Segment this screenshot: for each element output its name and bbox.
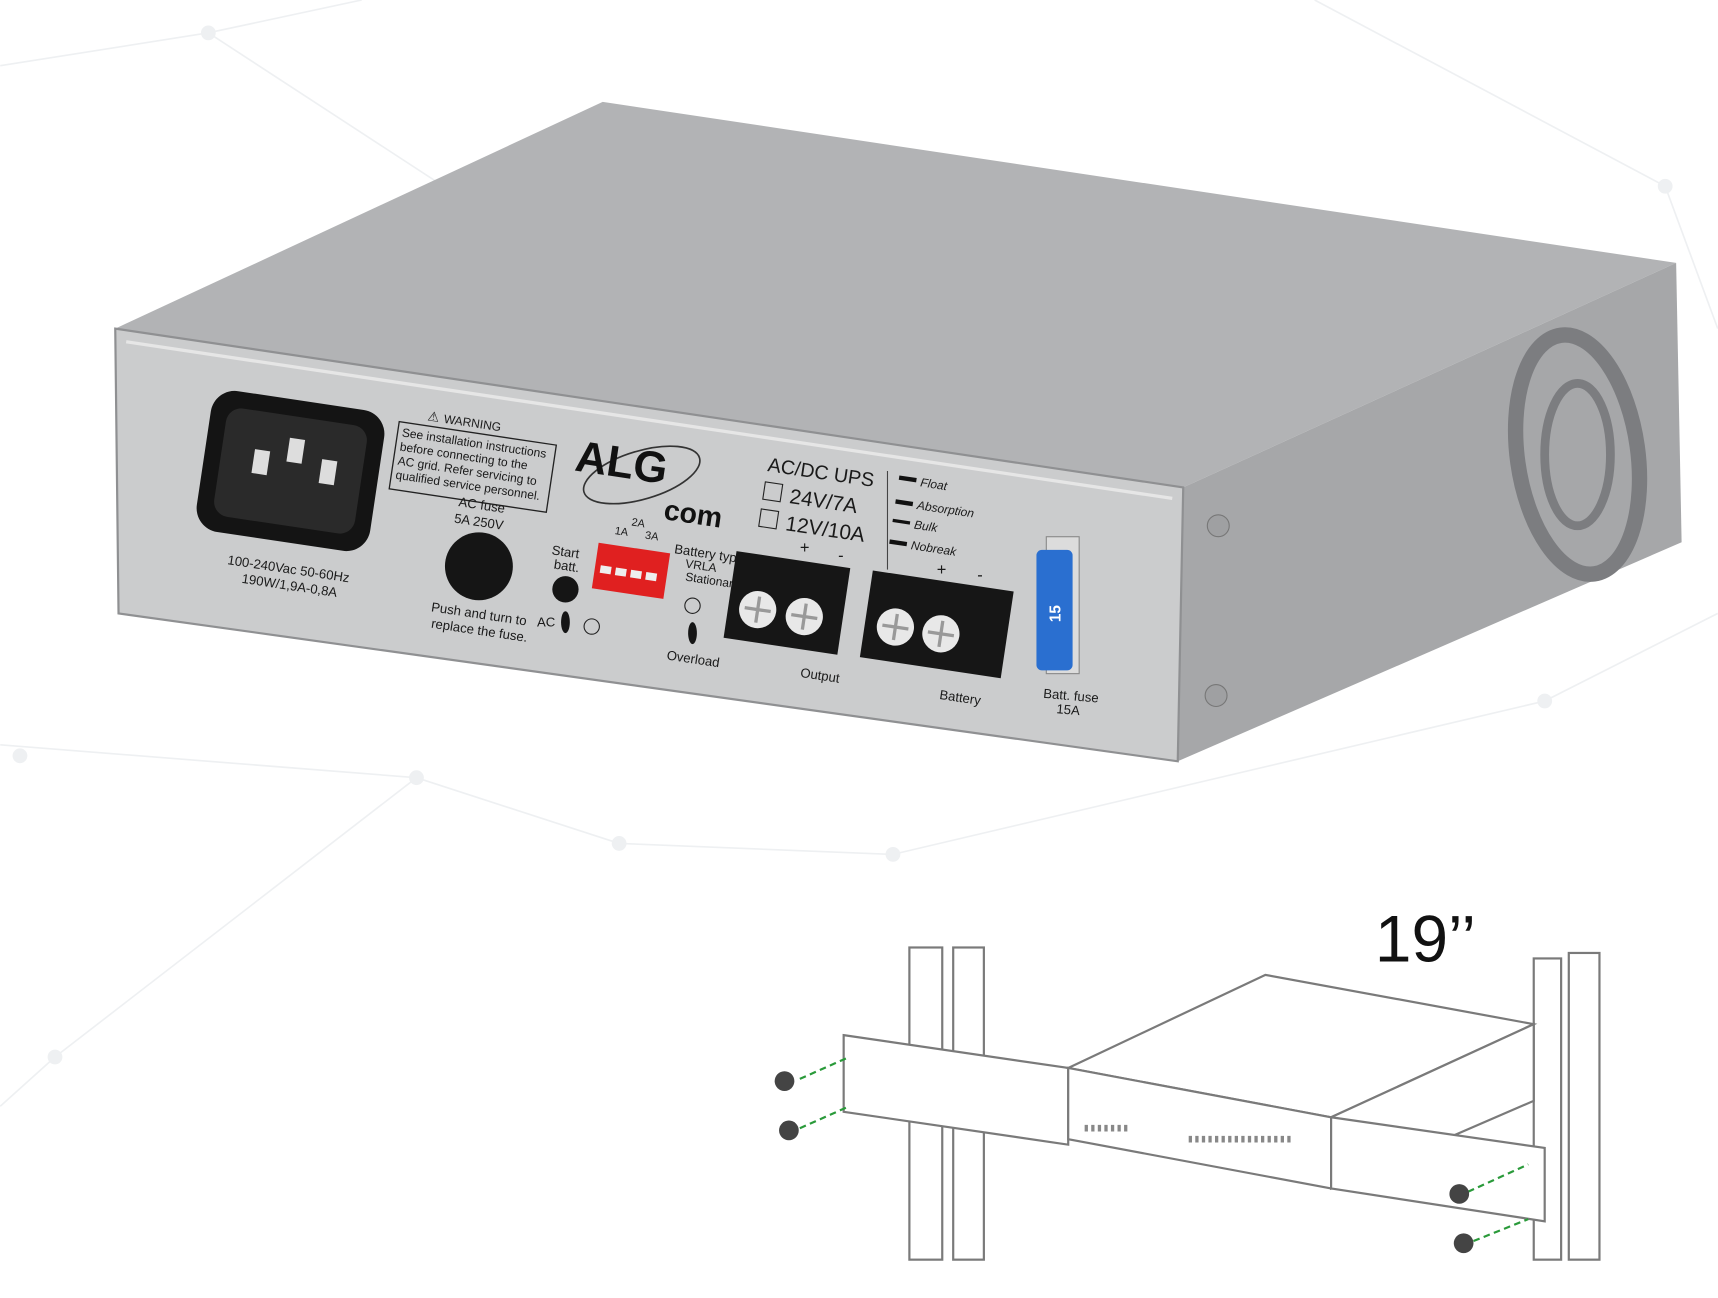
screw-icon xyxy=(1453,1233,1474,1254)
float-icon xyxy=(898,475,917,483)
output-label: Output xyxy=(799,665,841,686)
iec-power-socket[interactable] xyxy=(193,388,387,555)
ac-fuse-knob[interactable] xyxy=(444,532,513,601)
charge-mode-label: Bulk xyxy=(913,518,939,535)
battery-fuse[interactable] xyxy=(1036,549,1073,671)
screw-icon xyxy=(779,1120,799,1141)
ups-device: 100-240Vac 50-60Hz 190W/1,9A-0,8A WARNIN… xyxy=(114,101,1682,763)
screw-icon xyxy=(1204,684,1228,708)
battery-label: Battery xyxy=(939,687,983,708)
battery-plus: + xyxy=(937,561,947,579)
rack-mount-diagram xyxy=(774,946,1601,1261)
dip-label: 3A xyxy=(644,530,660,544)
dip-label: 1A xyxy=(614,525,630,539)
output-minus: - xyxy=(838,547,843,565)
background-network xyxy=(0,0,1718,1107)
alg-logo: ALG com xyxy=(572,432,724,535)
absorption-icon xyxy=(895,499,914,507)
screw-icon xyxy=(1206,514,1230,538)
battery-terminal-block[interactable] xyxy=(859,570,1014,679)
nobreak-icon xyxy=(889,539,908,547)
overload-led xyxy=(688,622,697,645)
warning-icon: ⚠ xyxy=(427,408,441,425)
start-batt-button[interactable] xyxy=(552,576,579,603)
start-batt-label: Start xyxy=(551,542,581,561)
fuse-value: 15 xyxy=(1048,605,1065,623)
batt-fuse-label: Batt. fuse xyxy=(1043,686,1100,706)
dip-label: 2A xyxy=(631,517,647,531)
ac-fuse-rating: 5A 250V xyxy=(453,511,505,533)
screw-icon xyxy=(1449,1184,1470,1204)
screw-icon xyxy=(774,1071,795,1091)
bulk-icon xyxy=(892,518,911,525)
battery-type-option: VRLA xyxy=(684,557,717,575)
ac-fuse-label: AC fuse xyxy=(458,494,506,516)
device-top xyxy=(115,101,1677,488)
checkbox-12v xyxy=(758,508,780,530)
output-terminal-block[interactable] xyxy=(723,551,851,655)
device-side xyxy=(1177,262,1682,762)
battery-minus: - xyxy=(977,567,982,585)
resistor-icon xyxy=(684,597,701,614)
checkbox-24v xyxy=(762,481,784,503)
rack-size-label: 19’’ xyxy=(1375,903,1476,976)
charge-mode-label: Nobreak xyxy=(910,538,958,559)
start-batt-label: batt. xyxy=(553,557,580,576)
ac-led-label: AC xyxy=(537,615,555,630)
output-plus: + xyxy=(800,539,810,557)
fan-grille xyxy=(1507,327,1648,582)
ac-wave-icon xyxy=(583,618,600,635)
charge-mode-label: Float xyxy=(919,475,948,493)
ac-led xyxy=(561,611,570,634)
batt-fuse-rating: 15A xyxy=(1056,701,1081,718)
